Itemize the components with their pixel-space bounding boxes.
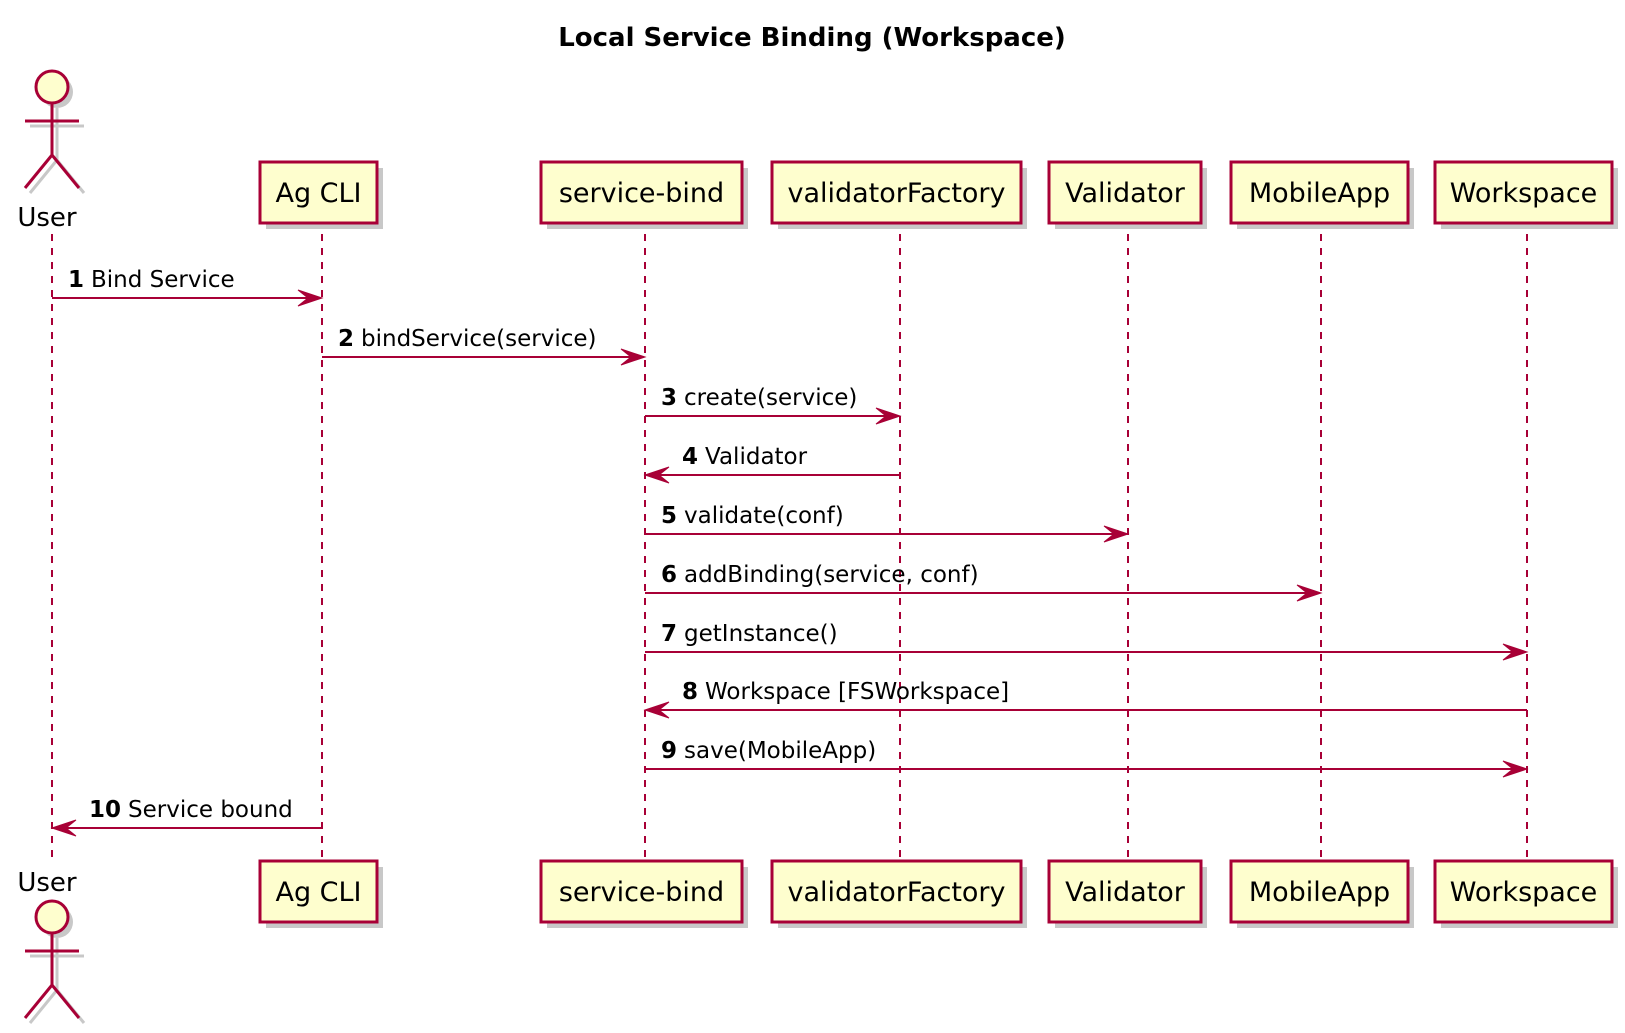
arrowhead-icon — [50, 819, 77, 837]
participant-box — [770, 859, 1023, 924]
arrowhead-icon — [875, 407, 902, 425]
participant-label: Ag CLI — [275, 178, 361, 209]
message-text: Validator — [705, 444, 808, 470]
message-9: 9 save(MobileApp) — [645, 738, 1529, 778]
participant-box — [1229, 859, 1410, 924]
message-4: 4 Validator — [643, 444, 900, 484]
participant-box — [1047, 859, 1203, 924]
participant-validatorFactory-bottom: validatorFactory — [770, 859, 1027, 928]
arrowhead-icon — [297, 289, 324, 307]
participant-box — [1433, 160, 1614, 225]
message-label: 1 Bind Service — [68, 267, 235, 293]
message-1: 1 Bind Service — [52, 267, 324, 307]
participant-workspace-top: Workspace — [1433, 160, 1618, 229]
lifelines — [51, 234, 1528, 861]
message-label: 3 create(service) — [661, 385, 857, 411]
message-3: 3 create(service) — [645, 385, 902, 425]
message-label: 7 getInstance() — [661, 621, 838, 647]
message-7: 7 getInstance() — [645, 621, 1529, 661]
message-number: 9 — [661, 738, 677, 764]
arrowhead-icon — [1296, 584, 1323, 602]
message-text: Workspace [FSWorkspace] — [705, 679, 1009, 705]
message-text: validate(conf) — [684, 503, 844, 529]
arrowhead-icon — [643, 701, 670, 719]
message-text: bindService(service) — [361, 326, 597, 352]
message-8: 8 Workspace [FSWorkspace] — [643, 679, 1527, 719]
participant-label: MobileApp — [1249, 178, 1390, 209]
message-text: addBinding(service, conf) — [684, 562, 979, 588]
message-label: 6 addBinding(service, conf) — [661, 562, 979, 588]
messages: 1 Bind Service 2 bindService(service) 3 creat… — [50, 267, 1529, 837]
message-text: Service bound — [128, 797, 293, 823]
participants-top: User Ag CLI service-bind validatorFactory Va… — [17, 69, 1618, 233]
message-10: 10 Service bound — [50, 797, 322, 837]
participant-label: MobileApp — [1249, 877, 1390, 908]
participant-label: service-bind — [559, 877, 724, 908]
participant-label: validatorFactory — [787, 178, 1005, 209]
message-label: 4 Validator — [682, 444, 808, 470]
message-label: 9 save(MobileApp) — [661, 738, 876, 764]
actor-label: User — [17, 203, 77, 233]
message-label: 5 validate(conf) — [661, 503, 844, 529]
message-number: 7 — [661, 621, 677, 647]
participant-label: Validator — [1065, 877, 1186, 908]
arrowhead-icon — [1103, 525, 1130, 543]
message-number: 10 — [89, 797, 121, 823]
arrowhead-icon — [1502, 643, 1529, 661]
message-number: 2 — [338, 326, 354, 352]
message-number: 8 — [682, 679, 698, 705]
participant-box — [539, 160, 744, 225]
participant-label: service-bind — [559, 178, 724, 209]
participant-validator-top: Validator — [1047, 160, 1207, 229]
participant-validator-bottom: Validator — [1047, 859, 1207, 928]
participant-label: Workspace — [1450, 178, 1598, 209]
participant-agcli-bottom: Ag CLI — [258, 859, 383, 928]
message-label: 8 Workspace [FSWorkspace] — [682, 679, 1009, 705]
participant-label: Workspace — [1450, 877, 1598, 908]
participant-agcli-top: Ag CLI — [258, 160, 383, 229]
participant-servicebind-top: service-bind — [539, 160, 748, 229]
message-6: 6 addBinding(service, conf) — [645, 562, 1323, 602]
message-number: 5 — [661, 503, 677, 529]
message-number: 1 — [68, 267, 84, 293]
message-number: 4 — [682, 444, 698, 470]
message-text: save(MobileApp) — [684, 738, 876, 764]
participant-label: Ag CLI — [275, 877, 361, 908]
message-text: create(service) — [684, 385, 857, 411]
message-number: 6 — [661, 562, 677, 588]
participant-mobileapp-bottom: MobileApp — [1229, 859, 1414, 928]
participant-label: validatorFactory — [787, 877, 1005, 908]
participant-validatorFactory-top: validatorFactory — [770, 160, 1027, 229]
stick-figure-icon — [23, 69, 81, 189]
participant-box — [1433, 859, 1614, 924]
message-number: 3 — [661, 385, 677, 411]
participant-servicebind-bottom: service-bind — [539, 859, 748, 928]
participant-label: Validator — [1065, 178, 1186, 209]
diagram-title: Local Service Binding (Workspace) — [558, 23, 1066, 53]
message-text: getInstance() — [684, 621, 838, 647]
message-text: Bind Service — [91, 267, 235, 293]
participant-box — [258, 859, 379, 924]
actor-bottom: User — [17, 868, 86, 1024]
arrowhead-icon — [1502, 760, 1529, 778]
actor-top: User — [17, 69, 86, 233]
participant-box — [1229, 160, 1410, 225]
participants-bottom: User Ag CLI service-bind validatorFactory Va… — [17, 859, 1618, 1024]
arrowhead-icon — [620, 348, 647, 366]
message-label: 2 bindService(service) — [338, 326, 597, 352]
stick-figure-icon — [23, 899, 81, 1019]
message-label: 10 Service bound — [89, 797, 293, 823]
participant-box — [539, 859, 744, 924]
participant-workspace-bottom: Workspace — [1433, 859, 1618, 928]
participant-mobileapp-top: MobileApp — [1229, 160, 1414, 229]
participant-box — [258, 160, 379, 225]
arrowhead-icon — [643, 466, 670, 484]
message-5: 5 validate(conf) — [645, 503, 1130, 543]
participant-box — [1047, 160, 1203, 225]
participant-box — [770, 160, 1023, 225]
actor-label: User — [17, 868, 77, 898]
message-2: 2 bindService(service) — [322, 326, 647, 366]
